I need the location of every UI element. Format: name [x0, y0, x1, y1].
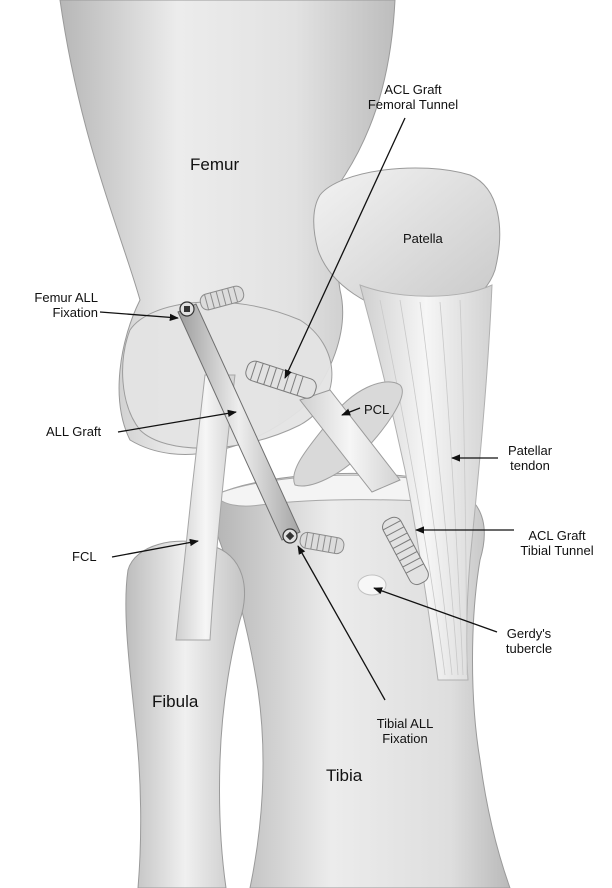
acl-graft [299, 389, 401, 493]
leader-femur-all-fixation [99, 311, 179, 322]
tibial-screw-socket [285, 531, 295, 541]
label-acl-graft-tibial-tunnel: ACL Graft Tibial Tunnel [520, 528, 594, 558]
label-acl-graft-femoral-tunnel: ACL Graft Femoral Tunnel [367, 82, 459, 112]
acl-tibial-tunnel-screw [382, 516, 429, 586]
label-femur: Femur [190, 155, 240, 174]
leader-tibial-all-fixation [297, 545, 386, 701]
label-patella: Patella [403, 231, 443, 246]
label-fibula: Fibula [152, 692, 199, 711]
femur-interference-screw [199, 285, 245, 311]
femur-screw-socket [184, 306, 190, 312]
gerdys-tubercle [357, 574, 387, 596]
leader-acl-femoral-tunnel [284, 117, 406, 379]
label-pcl: PCL [364, 402, 390, 417]
leader-gerdys-tubercle [373, 587, 498, 633]
fcl-ligament [175, 374, 236, 641]
tendon-fibers [379, 299, 468, 676]
tibial-interference-screw [299, 531, 345, 555]
leader-lines [99, 117, 514, 701]
label-tibial-all-fixation: Tibial ALL Fixation [376, 716, 434, 746]
label-femur-all-fixation: Femur ALL Fixation [34, 290, 98, 320]
label-tibia: Tibia [326, 766, 363, 785]
label-fcl: FCL [72, 549, 97, 564]
label-patellar-tendon: Patellar tendon [507, 443, 553, 473]
acl-femoral-tunnel-screw [245, 360, 317, 399]
label-all-graft: ALL Graft [46, 424, 102, 439]
leader-all-graft [117, 409, 237, 433]
leader-pcl [341, 407, 361, 416]
leader-fcl [111, 538, 199, 558]
label-gerdys-tubercle: Gerdy's tubercle [505, 626, 553, 656]
